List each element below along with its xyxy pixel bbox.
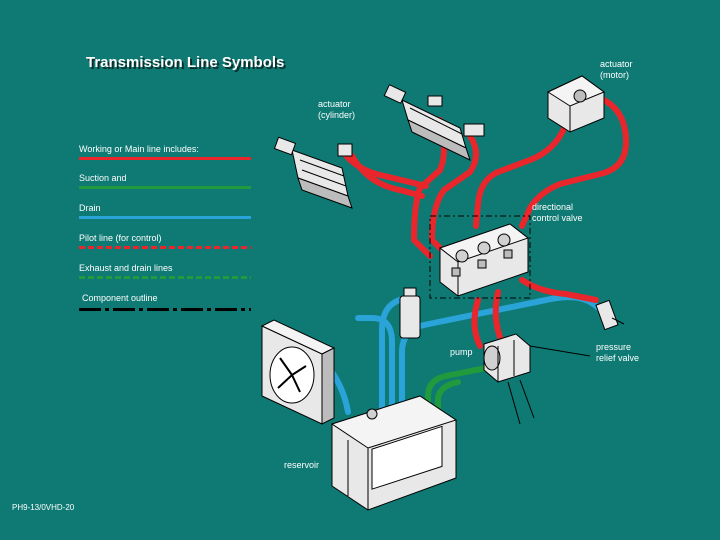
cylinder-actuator-left <box>273 136 353 209</box>
pressure-lines <box>337 97 629 349</box>
legend-line-sample <box>79 276 251 279</box>
cylinder-actuator-top <box>383 84 485 161</box>
label-reservoir: reservoir <box>284 460 320 470</box>
filter <box>399 287 421 339</box>
valve-outline <box>429 215 531 299</box>
legend-label: Exhaust and drain lines <box>79 263 173 273</box>
legend-line-sample <box>79 246 251 249</box>
reservoir <box>330 395 458 511</box>
label-directional-valve: directional control valve <box>532 202 583 223</box>
label-pump: pump <box>450 347 473 357</box>
motor-actuator <box>546 75 606 133</box>
legend-label: Drain <box>79 203 101 213</box>
pressure-relief-valve <box>595 299 625 331</box>
suction-lines <box>425 365 489 423</box>
pump <box>483 333 531 383</box>
legend-line-sample <box>79 186 251 189</box>
legend-label: Component outline <box>82 293 158 303</box>
legend-line-sample <box>79 157 251 160</box>
label-actuator-cylinder: actuator (cylinder) <box>318 99 356 120</box>
directional-valve <box>438 223 530 297</box>
leader-lines <box>507 345 591 425</box>
label-actuator-motor: actuator (motor) <box>600 59 633 80</box>
legend-line-sample <box>79 308 251 311</box>
legend-line-sample <box>79 216 251 219</box>
heat-exchanger <box>260 319 336 425</box>
document-code: PH9-13/0VHD-20 <box>12 503 75 512</box>
legend-label: Pilot line (for control) <box>79 233 162 243</box>
legend-label: Suction and <box>79 173 127 183</box>
page-title: Transmission Line Symbols <box>86 54 285 71</box>
legend-label: Working or Main line includes: <box>79 144 199 154</box>
label-pressure-relief-valve: pressure relief valve <box>596 342 640 363</box>
